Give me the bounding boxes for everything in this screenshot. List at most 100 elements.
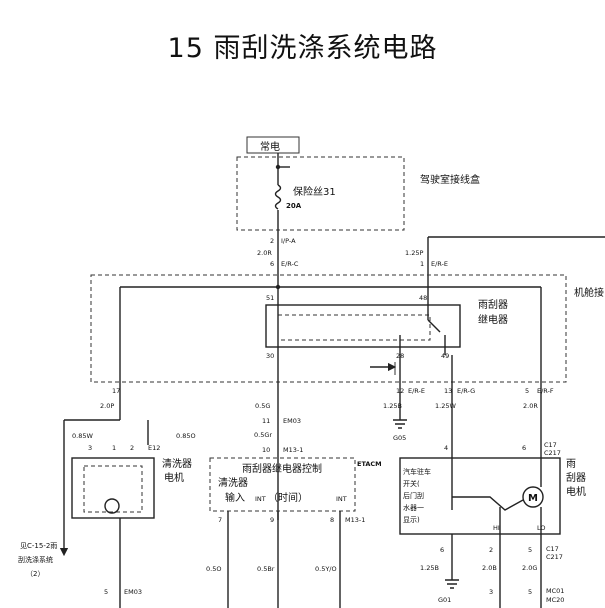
fuse-label: 保险丝31 xyxy=(293,185,336,198)
pin-label: 10 xyxy=(262,446,270,454)
connector-label: M13-1 xyxy=(283,446,303,454)
connector-label: E/R-F xyxy=(537,387,554,395)
wire-label: 2.0P xyxy=(100,402,114,410)
pin-label: 5 xyxy=(525,387,529,395)
connector-label: G05 xyxy=(393,434,406,442)
wire-label: 1.25B xyxy=(420,564,439,572)
engine-room-box-label: 机舱接 xyxy=(574,286,604,299)
fuse-symbol xyxy=(274,184,282,210)
washer-motor-label: 电机 xyxy=(164,471,184,484)
wire-label: 0.85W xyxy=(72,432,93,440)
wire-label: 2.0R xyxy=(523,402,538,410)
washer-motor-symbol xyxy=(104,498,120,514)
etacm-input-label: 输入 xyxy=(225,491,245,504)
pin-label: 7 xyxy=(218,516,222,524)
connector-label: E12 xyxy=(148,444,160,452)
wiper-relay-box xyxy=(265,304,461,348)
connector-label: C217 xyxy=(546,553,563,561)
wire-label: 1.25P xyxy=(405,249,423,257)
washer-motor-inner xyxy=(83,465,143,513)
wiper-relay-label: 继电器 xyxy=(478,313,508,326)
park-switch-label: 显示) xyxy=(403,516,420,524)
wiper-motor-label: 雨 xyxy=(566,459,576,470)
connector-label: EM03 xyxy=(283,417,301,425)
wire-label: 0.5Y/O xyxy=(315,565,337,573)
park-switch-label: 后门刮 xyxy=(403,491,424,500)
wire-label: 0.5Br xyxy=(257,565,275,573)
pin-label: 6 xyxy=(522,444,526,452)
pin-label: 5 xyxy=(104,588,108,596)
connector-label: MC20 xyxy=(546,596,564,604)
fuse-rating: 20A xyxy=(286,202,302,210)
lo-label: LO xyxy=(537,524,546,532)
park-switch-label: 汽车驻车 xyxy=(403,467,431,476)
pin-label: 2 xyxy=(130,444,134,452)
connector-label: C217 xyxy=(544,449,561,457)
park-switch-label: 开关( xyxy=(403,479,420,488)
pin-label: 6 xyxy=(440,546,444,554)
washer-motor-label: 清洗器 xyxy=(162,457,192,470)
connector-label: EM03 xyxy=(124,588,142,596)
pin-label: 6 xyxy=(270,260,274,268)
ground-symbol xyxy=(393,419,407,429)
wire-label: 0.85O xyxy=(176,432,196,440)
connector-label: I/P-A xyxy=(281,237,296,245)
wire-label: 2.0R xyxy=(257,249,272,257)
wire-label: 1.25W xyxy=(435,402,456,410)
pin-label: 1 xyxy=(112,444,116,452)
connector-label: M13-1 xyxy=(345,516,365,524)
pin-label: 2 xyxy=(270,237,274,245)
wiper-motor-label: 电机 xyxy=(566,485,586,498)
int-label: INT xyxy=(336,495,347,503)
pin-label: 49 xyxy=(441,352,449,360)
connector-label: C17 xyxy=(544,441,557,449)
pin-label: 3 xyxy=(88,444,92,452)
pin-label: 5 xyxy=(528,588,532,596)
int-label: INT xyxy=(255,495,266,503)
pin-label: 4 xyxy=(444,444,448,452)
engine-room-box xyxy=(90,274,567,383)
pin-label: 5 xyxy=(528,546,532,554)
connector-label: G01 xyxy=(438,596,451,604)
reference-note: 见C-15-2雨 xyxy=(20,542,57,550)
ground-symbol xyxy=(445,579,459,589)
pin-label: 8 xyxy=(330,516,334,524)
pin-label: 51 xyxy=(266,294,274,302)
driver-junction-box-label: 驾驶室接线盒 xyxy=(420,173,480,186)
wire-label: 2.0G xyxy=(522,564,537,572)
pin-label: 30 xyxy=(266,352,274,360)
wire-label: 1.25B xyxy=(383,402,402,410)
driver-junction-box xyxy=(236,156,405,231)
power-source-label: 常电 xyxy=(260,140,280,153)
page-title: 15 雨刮洗涤系统电路 xyxy=(167,33,438,64)
pin-label: 9 xyxy=(270,516,274,524)
connector-label: C17 xyxy=(546,545,559,553)
pin-label: 11 xyxy=(262,417,270,425)
pin-label: 2 xyxy=(489,546,493,554)
wiper-relay-label: 雨刮器 xyxy=(478,298,508,311)
park-switch-label: 水器一 xyxy=(403,503,424,512)
reference-note: （2） xyxy=(26,570,44,578)
etacm-label: ETACM xyxy=(357,460,382,468)
etacm-time-label: （时间） xyxy=(268,491,308,504)
connector-label: MC01 xyxy=(546,587,564,595)
connector-label: E/R-G xyxy=(457,387,475,395)
wire-label: 0.5G xyxy=(255,402,270,410)
pin-label: 17 xyxy=(112,387,120,395)
etacm-washer-label: 清洗器 xyxy=(218,476,248,489)
connector-label: E/R-E xyxy=(431,260,448,268)
connector-label: E/R-C xyxy=(281,260,299,268)
wiper-motor-m: M xyxy=(528,493,538,504)
pin-label: 1 xyxy=(420,260,424,268)
connector-label: E/R-E xyxy=(408,387,425,395)
pin-label: 48 xyxy=(419,294,427,302)
wire-label: 0.5Gr xyxy=(254,431,272,439)
wiper-motor-box xyxy=(399,457,561,535)
etacm-box xyxy=(209,457,356,512)
etacm-title: 雨刮器继电器控制 xyxy=(242,462,322,475)
wiper-motor-symbol xyxy=(522,486,544,508)
pin-label: 12 xyxy=(396,387,404,395)
hi-label: HI xyxy=(493,524,500,532)
pin-label: 3 xyxy=(489,588,493,596)
